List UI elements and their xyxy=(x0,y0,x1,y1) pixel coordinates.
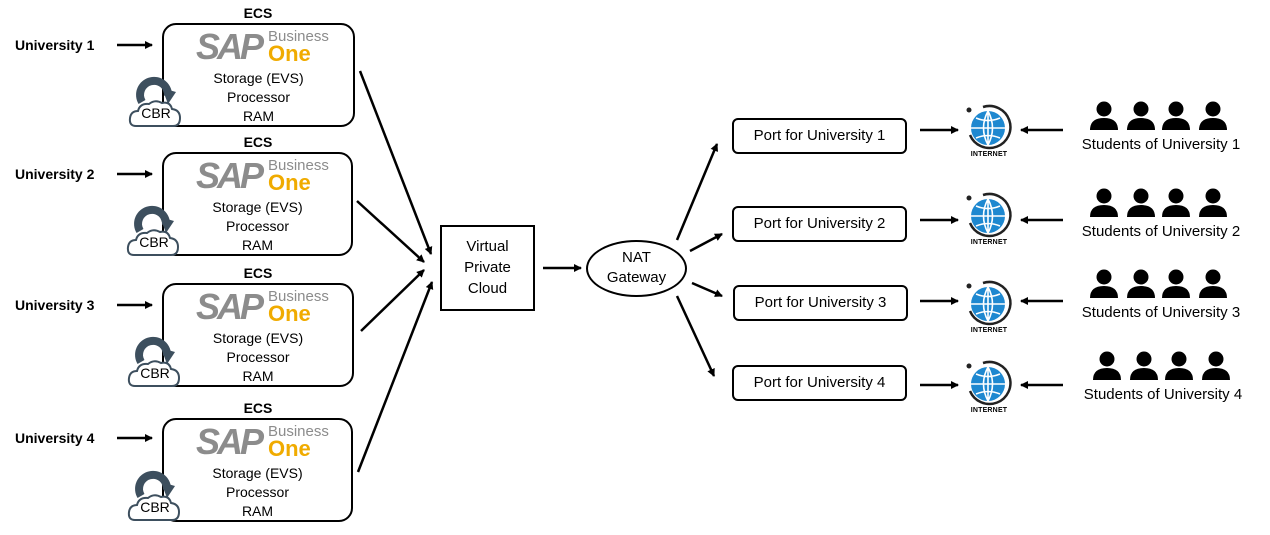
spec-processor: Processor xyxy=(225,218,290,234)
students-icon-group xyxy=(1089,101,1229,131)
students-icon-group xyxy=(1089,269,1229,299)
person-icon xyxy=(1162,269,1190,298)
nat-line: NAT xyxy=(622,249,651,266)
ecs-server-box[interactable]: SAP Business One Storage (EVS) Processor… xyxy=(162,418,353,522)
students-label: Students of University 3 xyxy=(1081,304,1241,321)
person-icon xyxy=(1127,101,1155,130)
university-label: University 4 xyxy=(15,430,95,446)
person-icon xyxy=(1165,351,1193,380)
cbr-backup-icon: CBR xyxy=(126,203,182,259)
internet-node: INTERNET xyxy=(962,102,1016,162)
spec-storage: Storage (EVS) xyxy=(212,465,303,481)
spec-storage: Storage (EVS) xyxy=(213,70,304,86)
students-label: Students of University 2 xyxy=(1081,223,1241,240)
cbr-backup-icon: CBR xyxy=(128,74,184,130)
arrow-nat-to-port-4 xyxy=(675,295,716,377)
spec-processor: Processor xyxy=(225,484,290,500)
globe-icon xyxy=(966,360,1012,406)
virtual-private-cloud-box[interactable]: Virtual Private Cloud xyxy=(440,225,535,311)
vpc-line: Virtual xyxy=(466,238,509,255)
vpc-line: Private xyxy=(464,259,511,276)
sap-business-one-logo: SAP Business One xyxy=(196,286,329,327)
person-icon xyxy=(1127,269,1155,298)
arrow-nat-to-port-1 xyxy=(675,143,719,241)
ecs-label: ECS xyxy=(243,5,273,21)
port-box[interactable]: Port for University 3 xyxy=(733,285,908,321)
globe-icon xyxy=(966,280,1012,326)
arrow-nat-to-port-3 xyxy=(691,281,723,298)
person-icon xyxy=(1090,269,1118,298)
person-icon xyxy=(1199,269,1227,298)
port-box[interactable]: Port for University 4 xyxy=(732,365,907,401)
spec-processor: Processor xyxy=(226,349,290,365)
ecs-server-box[interactable]: SAP Business One Storage (EVS) Processor… xyxy=(162,23,355,127)
nat-line: Gateway xyxy=(606,269,667,286)
person-icon xyxy=(1162,188,1190,217)
arrow-ecs-1-to-vpc xyxy=(358,70,433,255)
ecs-server-box[interactable]: SAP Business One Storage (EVS) Processor… xyxy=(162,152,353,256)
spec-ram: RAM xyxy=(242,108,275,124)
internet-node: INTERNET xyxy=(962,358,1016,418)
ecs-label: ECS xyxy=(243,265,273,281)
globe-icon xyxy=(966,192,1012,238)
person-icon xyxy=(1202,351,1230,380)
ecs-label: ECS xyxy=(243,400,273,416)
students-icon-group xyxy=(1089,188,1229,218)
sap-business-one-logo: SAP Business One xyxy=(196,155,329,196)
arrow-ecs-4-to-vpc xyxy=(356,281,434,473)
internet-node: INTERNET xyxy=(962,190,1016,250)
spec-ram: RAM xyxy=(241,237,274,253)
arrow-nat-to-port-2 xyxy=(689,232,723,253)
university-label: University 2 xyxy=(15,166,95,182)
port-box[interactable]: Port for University 2 xyxy=(732,206,907,242)
cbr-backup-icon: CBR xyxy=(127,334,183,390)
spec-processor: Processor xyxy=(226,89,291,105)
person-icon xyxy=(1199,101,1227,130)
students-label: Students of University 4 xyxy=(1083,386,1243,403)
students-icon-group xyxy=(1092,351,1232,381)
university-label: University 3 xyxy=(15,297,95,313)
cbr-backup-icon: CBR xyxy=(127,468,183,524)
vpc-line: Cloud xyxy=(467,280,508,297)
spec-ram: RAM xyxy=(241,503,274,519)
person-icon xyxy=(1162,101,1190,130)
ecs-label: ECS xyxy=(243,134,273,150)
person-icon xyxy=(1090,101,1118,130)
arrow-ecs-3-to-vpc xyxy=(360,269,425,332)
students-label: Students of University 1 xyxy=(1081,136,1241,153)
internet-node: INTERNET xyxy=(962,278,1016,338)
person-icon xyxy=(1127,188,1155,217)
sap-business-one-logo: SAP Business One xyxy=(196,26,329,67)
sap-business-one-logo: SAP Business One xyxy=(196,421,329,462)
spec-storage: Storage (EVS) xyxy=(212,330,304,346)
spec-ram: RAM xyxy=(242,368,274,384)
globe-icon xyxy=(966,104,1012,150)
university-label: University 1 xyxy=(15,37,95,53)
spec-storage: Storage (EVS) xyxy=(212,199,303,215)
ecs-server-box[interactable]: SAP Business One Storage (EVS) Processor… xyxy=(162,283,354,387)
port-box[interactable]: Port for University 1 xyxy=(732,118,907,154)
person-icon xyxy=(1199,188,1227,217)
nat-gateway-ellipse[interactable]: NAT Gateway xyxy=(586,240,687,297)
person-icon xyxy=(1090,188,1118,217)
person-icon xyxy=(1130,351,1158,380)
person-icon xyxy=(1093,351,1121,380)
arrow-ecs-2-to-vpc xyxy=(356,200,425,263)
